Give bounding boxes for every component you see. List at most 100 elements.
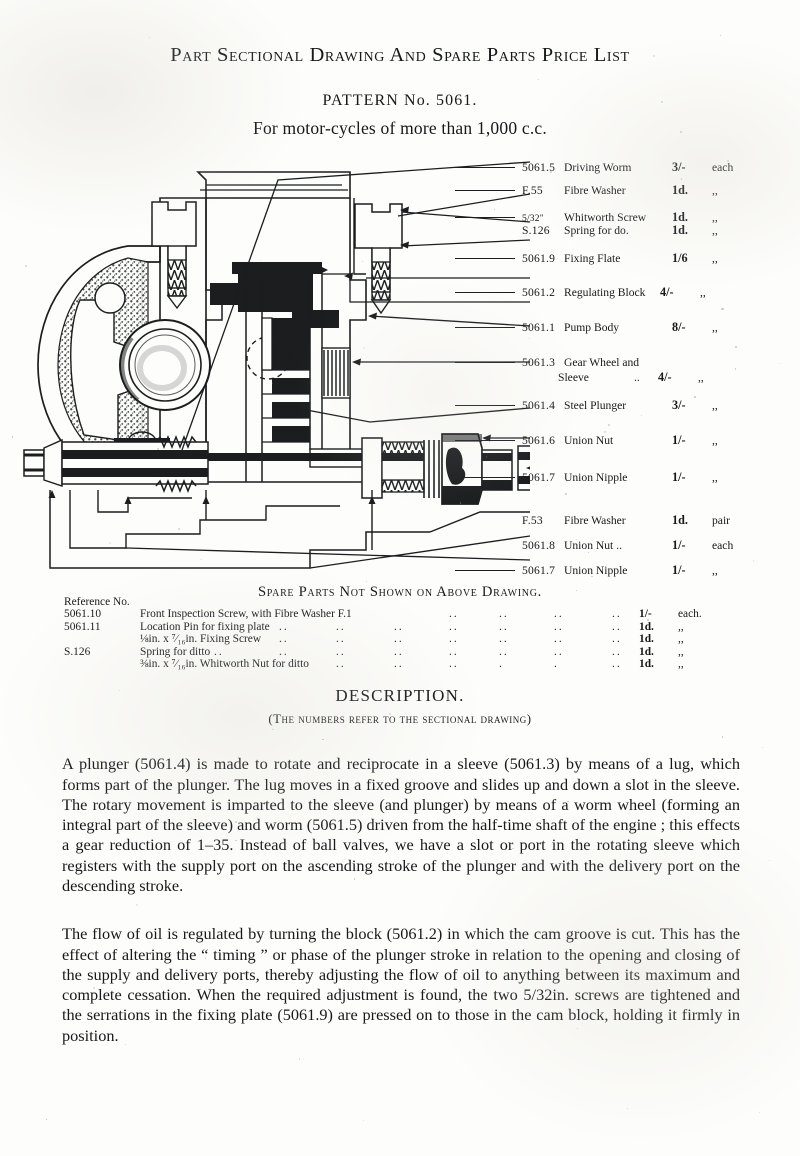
callout-unit: pair — [712, 514, 731, 527]
paper-speck — [590, 575, 593, 578]
not-shown-heading: Spare Parts Not Shown on Above Drawing. — [257, 584, 542, 600]
paper-speck — [512, 847, 514, 850]
row-desc: Front Inspection Screw, with Fibre Washe… — [140, 608, 352, 620]
paper-speck — [640, 786, 643, 788]
dot-leader: .. — [336, 620, 346, 633]
paper-speck — [105, 807, 108, 809]
row-desc: Location Pin for fixing plate — [140, 620, 270, 633]
callout-ref: 5061.7 — [522, 471, 556, 484]
row-price: 1d. — [639, 633, 654, 646]
table-row: S.126 Spring for ditto .. .. .. .. .. ..… — [64, 646, 744, 659]
leader-line — [455, 477, 515, 478]
dot-leader: .. — [449, 658, 459, 671]
paper-speck — [753, 560, 755, 562]
dot-leader: . — [554, 658, 559, 671]
dot-leader: .. — [449, 620, 459, 633]
paper-speck — [363, 346, 365, 349]
paper-speck — [604, 431, 607, 434]
row-price: 1d. — [639, 658, 654, 671]
paper-speck — [149, 36, 151, 38]
paper-speck — [626, 1107, 628, 1109]
paper-speck — [567, 800, 569, 803]
callout-price: 3/- — [672, 398, 686, 412]
paper-speck — [722, 736, 724, 738]
paper-speck — [640, 414, 642, 417]
dot-leader: .. — [336, 633, 346, 646]
dot-leader: .. — [336, 658, 346, 671]
dot-leader: .. — [449, 608, 459, 620]
paper-speck — [652, 55, 655, 58]
paper-speck — [234, 821, 237, 824]
callout-price: 1/- — [672, 470, 686, 484]
callout-price: 1d. — [672, 513, 688, 527]
callout-price-list: 5061.5 Driving Worm 3/- each F.55 Fibre … — [455, 150, 800, 580]
callout-ref: 5061.9 — [522, 252, 556, 265]
row-ref: 5061.10 — [64, 608, 102, 620]
dot-leader: .. — [612, 608, 622, 620]
paper-speck — [759, 1111, 760, 1113]
paper-speck — [761, 746, 763, 748]
callout-row: 5061.2 Regulating Block 4/- ,, — [455, 285, 706, 300]
dot-leader: .. — [499, 633, 509, 646]
row-unit: ,, — [678, 633, 684, 646]
dot-leader: .. — [336, 645, 346, 658]
paper-speck — [322, 738, 324, 741]
paper-speck — [271, 382, 274, 385]
dot-leader: .. — [554, 620, 564, 633]
paper-speck — [317, 720, 320, 723]
row-desc: ⅜in. x ⁷⁄₁₆in. Whitworth Nut for ditto — [140, 658, 309, 671]
dot-leader: .. — [612, 658, 622, 671]
callout-row: F.53 Fibre Washer 1d. pair — [455, 513, 730, 528]
callout-price: 3/- — [672, 160, 686, 174]
callout-name: Union Nipple — [564, 471, 628, 484]
pattern-number: PATTERN No. 5061. — [322, 92, 478, 109]
paper-speck — [156, 448, 159, 451]
paper-speck — [564, 493, 567, 496]
callout-price: 8/- — [672, 320, 686, 334]
row-desc: ⅛in. x ⁷⁄₁₆in. Fixing Screw — [140, 633, 262, 646]
paper-speck — [388, 712, 391, 715]
callout-row-continuation: Sleeve .. 4/- ,, — [558, 370, 704, 385]
paper-speck — [734, 345, 737, 348]
paper-speck — [576, 1027, 579, 1030]
paper-speck — [178, 527, 181, 530]
callout-ref: 5061.7 — [522, 564, 556, 577]
row-price: 1/- — [639, 608, 652, 620]
row-ref: 5061.11 — [64, 620, 101, 633]
callout-ref: 5061.2 — [522, 286, 556, 299]
paper-speck — [721, 308, 724, 311]
dot-leader: .. — [394, 658, 404, 671]
callout-name: Union Nut — [564, 434, 614, 447]
leader-line — [455, 217, 515, 218]
description-title: DESCRIPTION. — [335, 686, 465, 705]
callout-ref: 5061.6 — [522, 434, 556, 447]
callout-price: 1/- — [672, 538, 686, 552]
callout-unit: each — [712, 161, 734, 174]
dot-leader: .. — [394, 620, 404, 633]
paper-speck — [24, 265, 27, 268]
paper-speck — [118, 689, 120, 691]
callout-row: 5061.6 Union Nut 1/- ,, — [455, 433, 718, 448]
callout-name: Union Nut .. — [564, 539, 622, 552]
callout-name: Spring for do. — [564, 224, 629, 237]
dot-leader: .. — [499, 620, 509, 633]
callout-row: 5061.4 Steel Plunger 3/- ,, — [455, 398, 718, 413]
paper-speck — [694, 395, 697, 398]
callout-row: 5061.5 Driving Worm 3/- each — [455, 160, 733, 175]
callout-price: 1d. — [672, 223, 688, 237]
callout-ref: 5/32" — [522, 214, 544, 224]
paper-speck — [587, 551, 589, 553]
leader-line — [455, 362, 515, 363]
callout-name-line2: Sleeve — [558, 371, 589, 384]
paper-speck — [143, 275, 144, 276]
paper-speck — [680, 178, 683, 180]
callout-name: Union Nipple — [564, 564, 628, 577]
callout-ref: F.53 — [522, 514, 543, 527]
leader-line — [455, 190, 515, 191]
table-row: 5061.10 Front Inspection Screw, with Fib… — [64, 608, 744, 621]
leader-line — [455, 258, 515, 259]
dot-leader: .. — [554, 633, 564, 646]
paper-speck — [537, 79, 539, 81]
row-desc: Spring for ditto — [140, 645, 211, 658]
row-unit: each. — [678, 608, 702, 620]
